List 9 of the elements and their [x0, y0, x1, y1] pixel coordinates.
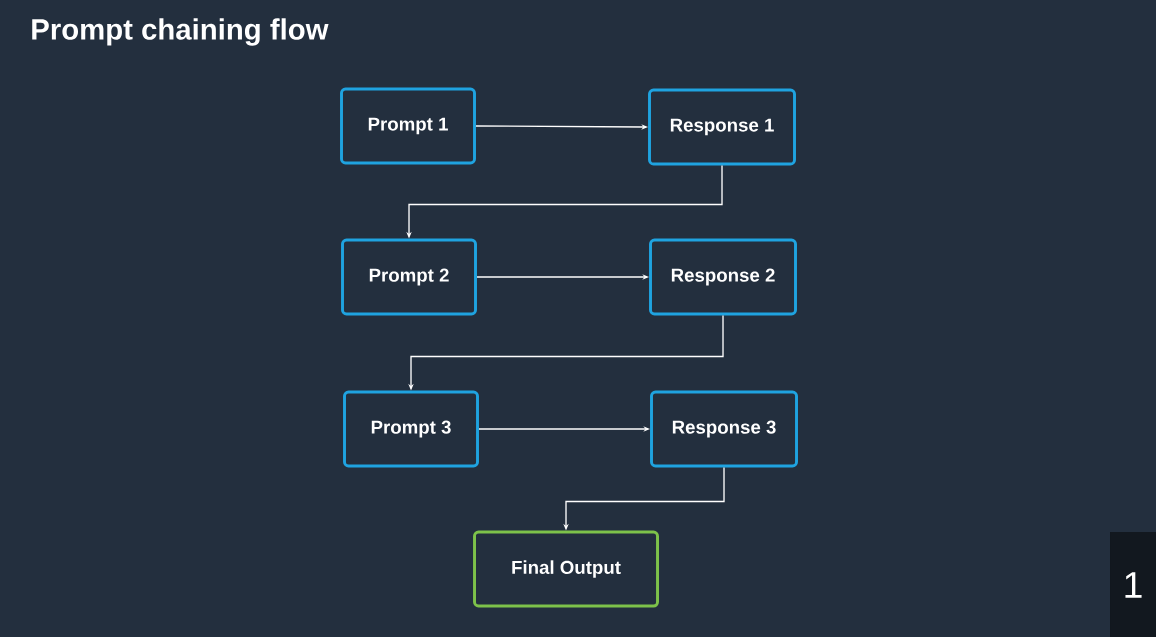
process-box: Final Output — [473, 530, 659, 608]
process-box: Prompt 3 — [343, 390, 479, 468]
slide-number: 1 — [1110, 532, 1156, 637]
process-box: Response 1 — [648, 88, 796, 166]
process-box: Response 2 — [649, 238, 797, 316]
process-box: Prompt 1 — [340, 87, 476, 165]
process-box: Response 3 — [650, 390, 798, 468]
process-box: Prompt 2 — [341, 238, 477, 316]
title: Prompt chaining flow — [32, 18, 329, 46]
